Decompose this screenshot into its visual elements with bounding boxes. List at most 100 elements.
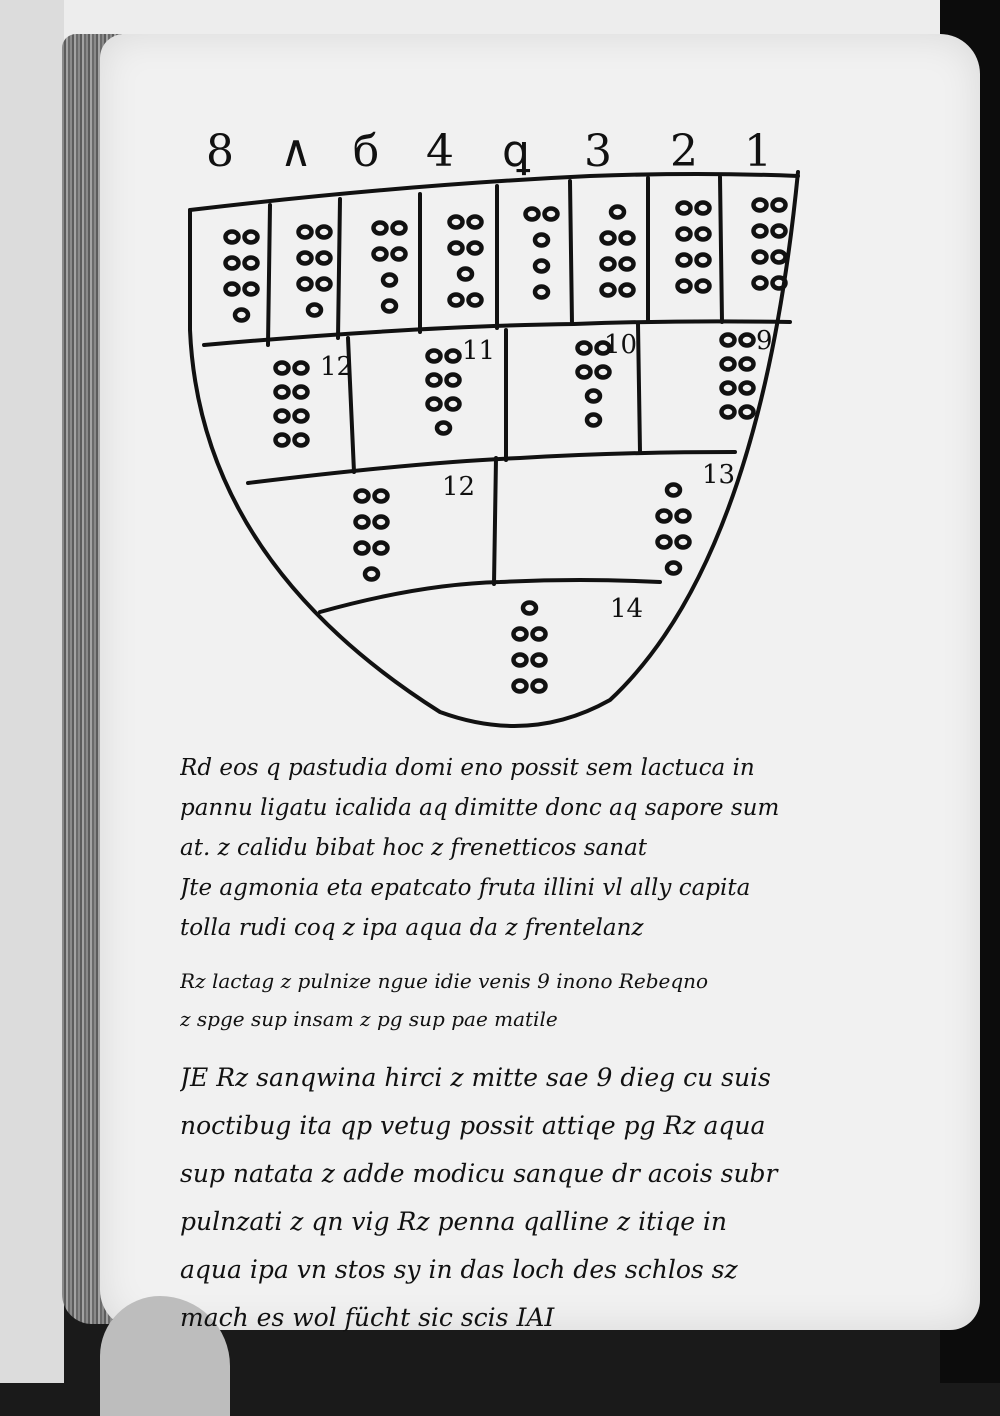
- dot-mark: [292, 432, 310, 448]
- dot-mark: [353, 488, 371, 504]
- row-divider-3: [318, 578, 662, 614]
- dot-mark: [371, 220, 389, 236]
- dot-mark: [242, 281, 260, 297]
- cell-number: 11: [462, 336, 496, 366]
- dot-mark: [315, 224, 333, 240]
- dot-mark: [532, 232, 551, 248]
- cell-number: 14: [610, 594, 644, 624]
- dot-mark: [751, 197, 769, 213]
- text-paragraph: Rz lactag z pulnize ngue idie venis 9 in…: [180, 962, 970, 1038]
- column-number: 3: [584, 126, 612, 177]
- dot-mark: [511, 678, 529, 694]
- shield-outline: [188, 170, 800, 728]
- dot-mark: [296, 224, 314, 240]
- dot-mark: [770, 275, 788, 291]
- dot-mark: [447, 240, 465, 256]
- dot-mark: [584, 388, 603, 404]
- dot-mark: [618, 282, 636, 298]
- dot-mark: [292, 360, 310, 376]
- dot-mark: [296, 276, 314, 292]
- dot-mark: [315, 276, 333, 292]
- column-number: б: [352, 126, 380, 177]
- text-line: tolla rudi coq z ipa aqua da z frentelan…: [180, 915, 644, 941]
- dot-mark: [530, 652, 548, 668]
- dot-mark: [511, 652, 529, 668]
- dot-mark: [770, 223, 788, 239]
- dot-mark: [530, 626, 548, 642]
- column-number: 1: [744, 126, 772, 177]
- dot-mark: [584, 412, 603, 428]
- dot-mark: [738, 404, 756, 420]
- dot-mark: [444, 348, 462, 364]
- dot-mark: [738, 332, 756, 348]
- dot-mark: [719, 404, 737, 420]
- dot-mark: [380, 272, 399, 288]
- dot-mark: [353, 514, 371, 530]
- dot-mark: [694, 278, 712, 294]
- dot-mark: [664, 482, 683, 498]
- dot-mark: [223, 255, 241, 271]
- dot-mark: [575, 364, 593, 380]
- dot-mark: [751, 275, 769, 291]
- shield-diagram: [188, 170, 800, 728]
- cell-number: 12: [442, 472, 476, 502]
- dot-mark: [273, 408, 291, 424]
- dot-mark: [608, 204, 627, 220]
- col-divider-5: [568, 179, 574, 326]
- dot-mark: [223, 229, 241, 245]
- dot-mark: [675, 252, 693, 268]
- dot-mark: [353, 540, 371, 556]
- row-divider-1: [202, 319, 792, 347]
- dot-mark: [223, 281, 241, 297]
- dot-mark: [532, 284, 551, 300]
- cell-number: 13: [702, 460, 736, 490]
- dot-mark: [434, 420, 453, 436]
- text-paragraph: Rd eos q pastudia domi eno possit sem la…: [180, 748, 970, 948]
- dot-mark: [511, 626, 529, 642]
- dot-mark: [694, 226, 712, 242]
- dot-mark: [719, 380, 737, 396]
- text-line: mach es wol fücht sic scis IAI: [180, 1303, 555, 1332]
- dot-mark: [371, 246, 389, 262]
- row-divider-2: [246, 450, 737, 485]
- dot-mark: [520, 600, 539, 616]
- text-line: Rz lactag z pulnize ngue idie venis 9 in…: [180, 969, 709, 993]
- dot-mark: [523, 206, 541, 222]
- text-line: Rd eos q pastudia domi eno possit sem la…: [180, 755, 755, 781]
- dot-mark: [599, 230, 617, 246]
- dot-mark: [738, 356, 756, 372]
- scan-background-left: [0, 0, 64, 1383]
- shield-top-edge: [188, 172, 800, 212]
- shield-dots: [223, 197, 788, 694]
- dot-mark: [372, 540, 390, 556]
- dot-mark: [751, 249, 769, 265]
- dot-mark: [315, 250, 333, 266]
- cell-number: 12: [320, 352, 354, 382]
- dot-mark: [242, 229, 260, 245]
- dot-mark: [751, 223, 769, 239]
- cell-number: 10: [604, 330, 638, 360]
- dot-mark: [273, 360, 291, 376]
- dot-mark: [675, 226, 693, 242]
- manuscript-text: Rd eos q pastudia domi eno possit sem la…: [180, 748, 970, 1332]
- dot-mark: [694, 200, 712, 216]
- text-line: JE Rz sanqwina hirci z mitte sae 9 dieg …: [180, 1063, 771, 1092]
- text-line: pannu ligatu icalida aq dimitte donc aq …: [180, 795, 780, 821]
- column-number: 2: [670, 126, 698, 177]
- dot-mark: [594, 364, 612, 380]
- dot-mark: [447, 292, 465, 308]
- dot-mark: [770, 197, 788, 213]
- dot-mark: [655, 534, 673, 550]
- dot-mark: [296, 250, 314, 266]
- dot-mark: [675, 278, 693, 294]
- column-number: 8: [206, 126, 234, 177]
- dot-mark: [456, 266, 475, 282]
- dot-mark: [664, 560, 683, 576]
- dot-mark: [594, 340, 612, 356]
- dot-mark: [618, 230, 636, 246]
- text-line: Jte agmonia eta epatcato fruta illini vl…: [180, 875, 751, 901]
- dot-mark: [390, 246, 408, 262]
- dot-mark: [542, 206, 560, 222]
- dot-mark: [380, 298, 399, 314]
- dot-mark: [599, 256, 617, 272]
